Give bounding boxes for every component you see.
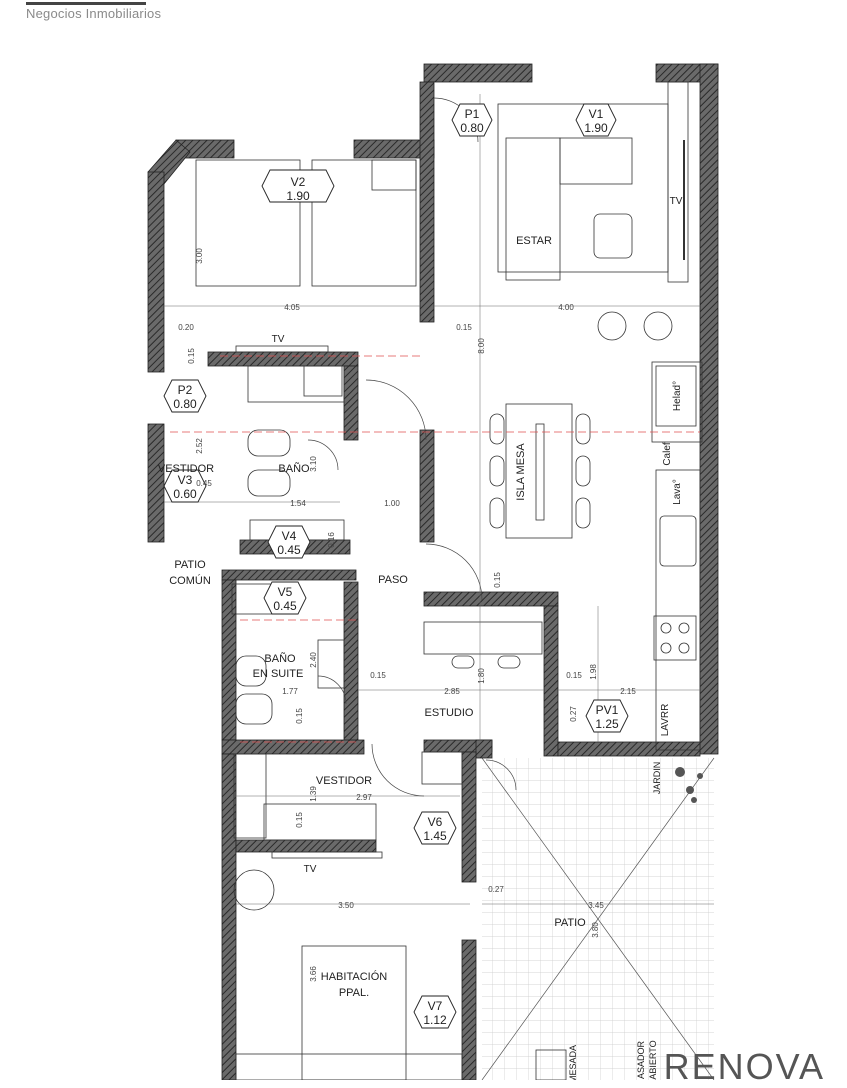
label-patio-comun-1: PATIO: [174, 559, 206, 571]
label-paso: PASO: [378, 574, 408, 586]
label-calef: Calef: [662, 442, 673, 466]
dimension-lines: [164, 94, 714, 905]
label-estudio: ESTUDIO: [425, 707, 474, 719]
dim-252: 2.52: [195, 438, 204, 454]
dim-015e: 0.15: [566, 671, 582, 680]
dim-198: 1.98: [589, 664, 598, 680]
label-tv-bedroom2: TV: [272, 334, 285, 345]
dim-345: 3.45: [588, 901, 604, 910]
tag-pv1-code: PV1: [596, 703, 619, 717]
label-lava: Lava°: [672, 479, 683, 505]
dim-400: 4.00: [558, 303, 574, 312]
dim-045: 0.45: [196, 479, 212, 488]
tag-v5-code: V5: [278, 585, 293, 599]
label-abierto: ABIERTO: [648, 1040, 658, 1079]
label-bano-suite-2: EN SUITE: [253, 668, 304, 680]
dim-154: 1.54: [290, 499, 306, 508]
dim-310: 3.10: [309, 456, 318, 472]
tag-v2-size: 1.90: [286, 189, 310, 203]
tag-v7-code: V7: [428, 999, 443, 1013]
label-patio: PATIO: [554, 917, 586, 929]
main-bedroom-furniture: [233, 851, 567, 1080]
tag-v1-size: 1.90: [584, 121, 608, 135]
tag-v3-code: V3: [178, 473, 193, 487]
brand-subtitle: Negocios Inmobiliarios: [26, 6, 162, 21]
label-jardin: JARDIN: [652, 762, 662, 795]
estar-furniture: [489, 81, 703, 751]
dim-297: 2.97: [356, 793, 372, 802]
dim-027b: 0.27: [488, 885, 504, 894]
tag-v2-code: V2: [291, 175, 306, 189]
walls: [147, 63, 719, 1080]
label-patio-comun-2: COMÚN: [169, 574, 211, 587]
dim-015f: 0.15: [295, 708, 304, 724]
dim-015d: 0.15: [370, 671, 386, 680]
dim-285: 2.85: [444, 687, 460, 696]
label-habitacion-1: HABITACIÓN: [321, 970, 387, 983]
label-estar: ESTAR: [516, 235, 552, 247]
tag-v6-size: 1.45: [423, 829, 447, 843]
tag-v7-size: 1.12: [423, 1013, 447, 1027]
dim-100: 1.00: [384, 499, 400, 508]
label-asador: ASADOR: [636, 1040, 646, 1079]
label-habitacion-2: PPAL.: [339, 987, 369, 999]
label-mesada: MESADA: [568, 1045, 578, 1080]
tag-v6-code: V6: [428, 815, 443, 829]
tag-p2-size: 0.80: [173, 397, 197, 411]
tag-p1-size: 0.80: [460, 121, 484, 135]
label-helad: Helad°: [672, 381, 683, 411]
dim-366: 3.66: [309, 966, 318, 982]
dim-015c: 0.15: [493, 572, 502, 588]
dim-215: 2.15: [620, 687, 636, 696]
tag-v4-size: 0.45: [277, 543, 301, 557]
label-bano: BAÑO: [278, 462, 310, 475]
logo-bar: [26, 0, 146, 5]
renova-logo: RENOVA: [663, 1046, 825, 1087]
label-lavarr: LAVRR: [660, 704, 671, 737]
dim-139: 1.39: [309, 786, 318, 802]
tag-p1-code: P1: [465, 107, 480, 121]
dim-020: 0.20: [178, 323, 194, 332]
bedroom2-furniture: [195, 159, 417, 353]
tag-v4-code: V4: [282, 529, 297, 543]
dim-016: 0.16: [327, 532, 336, 548]
tag-v5-size: 0.45: [273, 599, 297, 613]
dim-240: 2.40: [309, 652, 318, 668]
label-isla-mesa: ISLA MESA: [515, 443, 527, 501]
garden-plants: [675, 767, 703, 803]
dim-405: 4.05: [284, 303, 300, 312]
opening-tags: [163, 103, 629, 1029]
dim-380: 3.80: [591, 922, 600, 938]
reference-lines: [170, 355, 700, 743]
tag-v3-size: 0.60: [173, 487, 197, 501]
label-tv-bedroom: TV: [304, 864, 317, 875]
dim-015b: 0.15: [187, 348, 196, 364]
dim-800: 8.00: [477, 338, 486, 354]
dim-015g: 0.15: [295, 812, 304, 828]
label-vestidor-1: VESTIDOR: [158, 463, 214, 475]
dim-300: 3.00: [195, 248, 204, 264]
door-swings: [307, 97, 517, 797]
tag-pv1-size: 1.25: [595, 717, 619, 731]
dim-027a: 0.27: [569, 706, 578, 722]
dim-350: 3.50: [338, 901, 354, 910]
label-vestidor-2: VESTIDOR: [316, 775, 372, 787]
dim-177: 1.77: [282, 687, 298, 696]
dim-015a: 0.15: [456, 323, 472, 332]
tag-v1-code: V1: [589, 107, 604, 121]
label-bano-suite-1: BAÑO: [264, 652, 296, 665]
dim-180: 1.80: [477, 668, 486, 684]
tag-p2-code: P2: [178, 383, 193, 397]
label-tv-living: TV: [670, 196, 683, 207]
